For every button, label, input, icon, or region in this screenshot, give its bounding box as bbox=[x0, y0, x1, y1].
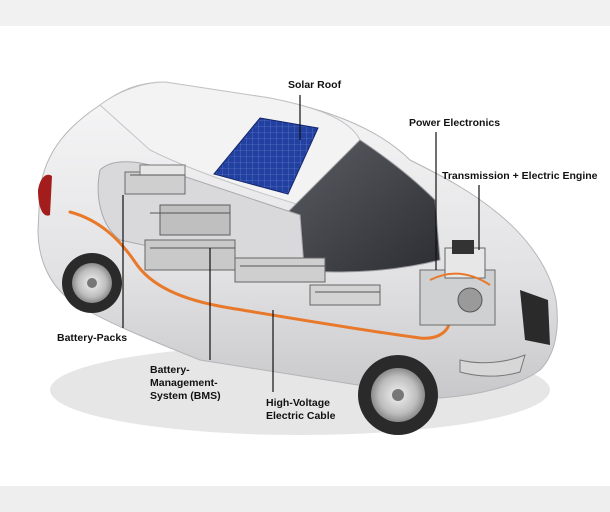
leader-lines bbox=[122, 95, 480, 392]
label-power-electronics: Power Electronics bbox=[409, 117, 501, 129]
label-hv-cable: High-Voltage Electric Cable bbox=[266, 397, 336, 422]
tail-light bbox=[38, 174, 52, 216]
battery-packs bbox=[124, 164, 381, 306]
solar-panel bbox=[213, 117, 319, 195]
label-bms: Battery- Management- System (BMS) bbox=[150, 364, 221, 402]
bottom-band bbox=[0, 486, 610, 512]
top-band bbox=[0, 0, 610, 26]
engine-bay bbox=[419, 240, 496, 326]
label-solar-roof: Solar Roof bbox=[288, 79, 342, 91]
rear-wheel bbox=[62, 253, 122, 313]
headlight bbox=[459, 354, 526, 377]
grille bbox=[520, 290, 550, 345]
label-transmission: Transmission + Electric Engine bbox=[442, 170, 598, 182]
label-battery-packs: Battery-Packs bbox=[57, 332, 128, 344]
front-wheel bbox=[358, 355, 438, 435]
